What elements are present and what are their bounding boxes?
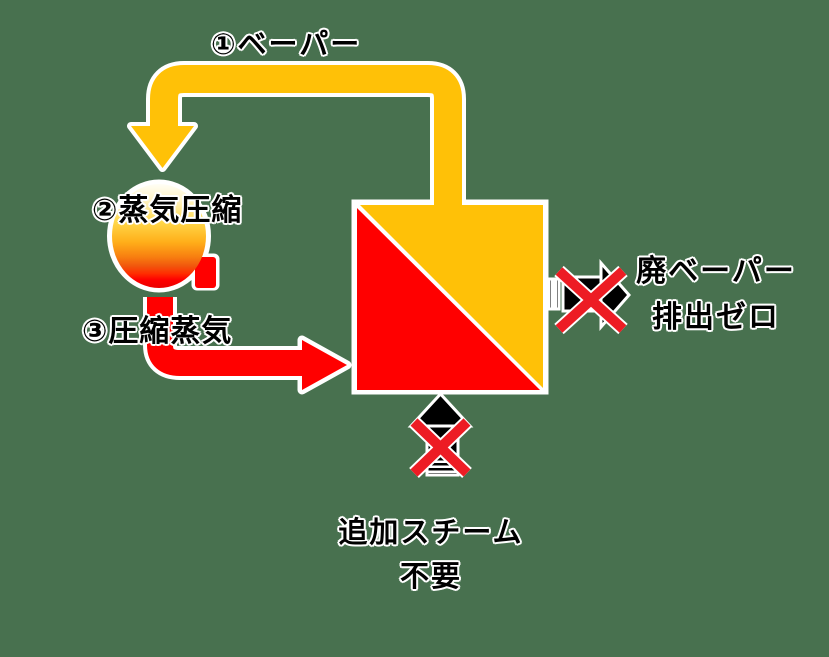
- steam-arrowhead: [302, 340, 347, 390]
- label-step2-compression: ②蒸気圧縮: [92, 194, 243, 227]
- steam-arrow-pipe: [147, 297, 304, 376]
- vapor-loop-pipe: [150, 65, 462, 212]
- steam-up-arrowhead: [407, 391, 474, 428]
- evaporator-yellow-half: [360, 205, 543, 388]
- pipe-square-junction: [434, 199, 462, 209]
- compressor-sphere-icon: [107, 179, 220, 293]
- label-waste-vapor-line1: 廃ベーパー: [636, 255, 796, 288]
- compressed-steam-arrow-icon: [143, 297, 352, 395]
- label-waste-vapor-zero: 廃ベーパー 排出ゼロ: [620, 249, 812, 341]
- label-no-added-steam: 追加スチーム 不要: [325, 511, 537, 599]
- compressor-outlet: [195, 257, 216, 288]
- label-no-added-steam-line2: 不要: [399, 561, 462, 593]
- waste-arrow-stripe-bar1: [547, 277, 554, 311]
- steam-up-stripe3: [427, 470, 458, 473]
- waste-arrow-stripe-bar2: [554, 277, 561, 311]
- label-step3-compressed-steam: ③圧縮蒸気: [82, 315, 233, 348]
- no-steam-cross-icon: [409, 416, 472, 479]
- label-no-added-steam-line1: 追加スチーム: [338, 517, 524, 549]
- vapor-loop-arrowhead: [131, 126, 194, 168]
- steam-cross-stroke2: [410, 418, 471, 477]
- waste-cross-stroke2: [555, 267, 627, 333]
- evaporator-red-half: [357, 208, 540, 390]
- steam-up-stripe1: [427, 460, 458, 463]
- evaporator-square: [357, 199, 543, 390]
- compressor-body: [112, 184, 206, 288]
- vapor-loop-arrow-icon: [127, 61, 466, 212]
- vapor-loop-halo: [146, 61, 466, 212]
- label-waste-vapor-line2: 排出ゼロ: [652, 301, 780, 334]
- no-waste-cross-icon: [554, 265, 628, 335]
- label-step1-vapor: ①ベーパー: [211, 29, 362, 61]
- steam-up-stripe2: [427, 465, 458, 468]
